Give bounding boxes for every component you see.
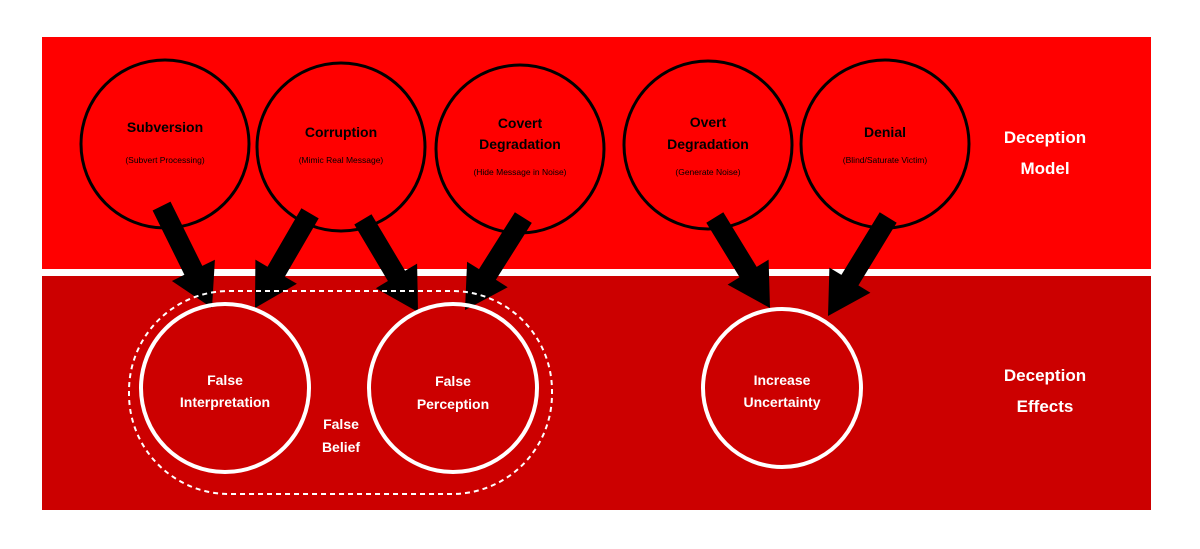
effect-node-increase-uncertainty: Increase Uncertainty — [701, 307, 863, 469]
effect-label-line2: Interpretation — [180, 394, 270, 410]
false-belief-label-line1: False — [323, 416, 359, 432]
effect-label-line1: False — [435, 373, 471, 389]
technique-title: Corruption — [305, 124, 377, 140]
deception-model-band — [42, 37, 1151, 269]
technique-subtitle: (Blind/Saturate Victim) — [843, 155, 928, 165]
technique-node-covert-degradation: Covert Degradation (Hide Message in Nois… — [434, 63, 606, 235]
technique-node-denial: Denial (Blind/Saturate Victim) — [799, 58, 971, 230]
technique-title-line2: Degradation — [479, 136, 561, 152]
section-label-model-line1: Deception — [1004, 128, 1086, 147]
section-label-effects-line1: Deception — [1004, 366, 1086, 385]
technique-title-line1: Overt — [690, 114, 727, 130]
false-belief-label-line2: Belief — [322, 439, 360, 455]
false-belief-group-outline — [128, 290, 553, 495]
arrow-corruption-to-interpretation — [255, 208, 319, 308]
technique-title-line1: Covert — [498, 115, 543, 131]
technique-node-overt-degradation: Overt Degradation (Generate Noise) — [622, 59, 794, 231]
section-label-effects-line2: Effects — [1017, 397, 1074, 416]
effect-node-false-perception: False Perception — [367, 302, 539, 474]
technique-node-subversion: Subversion (Subvert Processing) — [79, 58, 251, 230]
technique-title-line2: Degradation — [667, 136, 749, 152]
technique-node-corruption: Corruption (Mimic Real Message) — [255, 61, 427, 233]
arrow-corruption-to-perception — [354, 214, 418, 312]
effect-label-line2: Uncertainty — [743, 394, 820, 410]
deception-effects-band — [42, 276, 1151, 510]
effect-label-line1: False — [207, 372, 243, 388]
technique-subtitle: (Generate Noise) — [675, 167, 740, 177]
arrow-covert-to-perception — [465, 212, 532, 310]
technique-subtitle: (Mimic Real Message) — [299, 155, 384, 165]
technique-title: Subversion — [127, 119, 203, 135]
section-label-model-line2: Model — [1020, 159, 1069, 178]
technique-title: Denial — [864, 124, 906, 140]
technique-subtitle: (Hide Message in Noise) — [473, 167, 566, 177]
effect-node-false-interpretation: False Interpretation — [139, 302, 311, 474]
arrow-overt-to-uncertainty — [706, 212, 770, 308]
arrow-layer — [152, 201, 897, 316]
effect-label-line1: Increase — [754, 372, 811, 388]
technique-subtitle: (Subvert Processing) — [125, 155, 205, 165]
arrow-denial-to-uncertainty — [828, 212, 897, 316]
effect-label-line2: Perception — [417, 396, 489, 412]
